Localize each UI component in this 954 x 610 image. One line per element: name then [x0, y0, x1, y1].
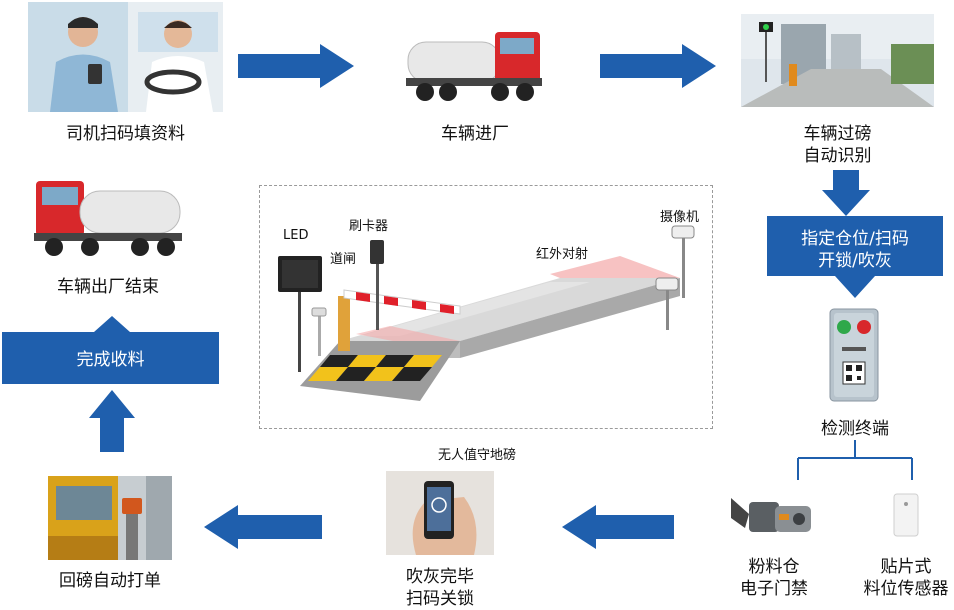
step-blow-label-2: 扫码关锁 — [406, 589, 474, 609]
barrier-label: 道闸 — [330, 252, 357, 267]
silo-lock-photo — [727, 488, 819, 546]
arrow-up-icon — [89, 390, 135, 452]
truck-enter-photo — [400, 12, 550, 107]
arrow-left-icon — [562, 505, 674, 549]
phone-scan-photo — [386, 471, 494, 555]
assign-silo-box — [767, 216, 943, 298]
step-scan-fill-label: 司机扫码填资料 — [66, 124, 185, 144]
step-receive-label: 完成收料 — [76, 350, 145, 370]
weighbridge-illustration — [278, 225, 695, 401]
arrow-right-icon — [238, 44, 354, 88]
step-weigh-label-1: 车辆过磅 — [803, 124, 872, 144]
silo-lock-label-2: 电子门禁 — [740, 579, 808, 599]
arrow-down-icon — [822, 170, 870, 216]
step-print-label: 回磅自动打单 — [59, 571, 161, 591]
infrared-label: 红外对射 — [536, 247, 589, 262]
arrow-right-icon — [600, 44, 716, 88]
step-enter-label: 车辆进厂 — [441, 124, 509, 144]
arrow-left-icon — [204, 505, 322, 549]
led-label: LED — [283, 228, 309, 243]
step-assign-label-2: 开锁/吹灰 — [818, 251, 892, 271]
sensor-label-2: 料位传感器 — [863, 579, 949, 599]
terminal-connector — [797, 440, 913, 480]
level-sensor-photo — [891, 492, 921, 538]
camera-label: 摄像机 — [660, 210, 700, 225]
step-exit-label: 车辆出厂结束 — [57, 277, 159, 297]
driver-scan-photo — [28, 2, 223, 112]
scale-diagram-frame — [259, 185, 713, 429]
silo-lock-label-1: 粉料仓 — [748, 557, 800, 577]
sensor-label-1: 贴片式 — [880, 557, 932, 577]
unattended-scale-caption: 无人值守地磅 — [438, 448, 517, 463]
step-blow-label-1: 吹灰完毕 — [406, 567, 474, 587]
card-reader-label: 刷卡器 — [349, 219, 389, 234]
truck-exit-photo — [28, 163, 188, 263]
step-weigh-label-2: 自动识别 — [803, 146, 872, 166]
terminal-device-photo — [826, 307, 882, 405]
weighbridge-photo — [741, 14, 934, 107]
step-terminal-label: 检测终端 — [821, 419, 889, 439]
print-ticket-photo — [48, 476, 172, 560]
step-assign-label-1: 指定仓位/扫码 — [801, 229, 909, 249]
receive-box — [2, 316, 219, 384]
